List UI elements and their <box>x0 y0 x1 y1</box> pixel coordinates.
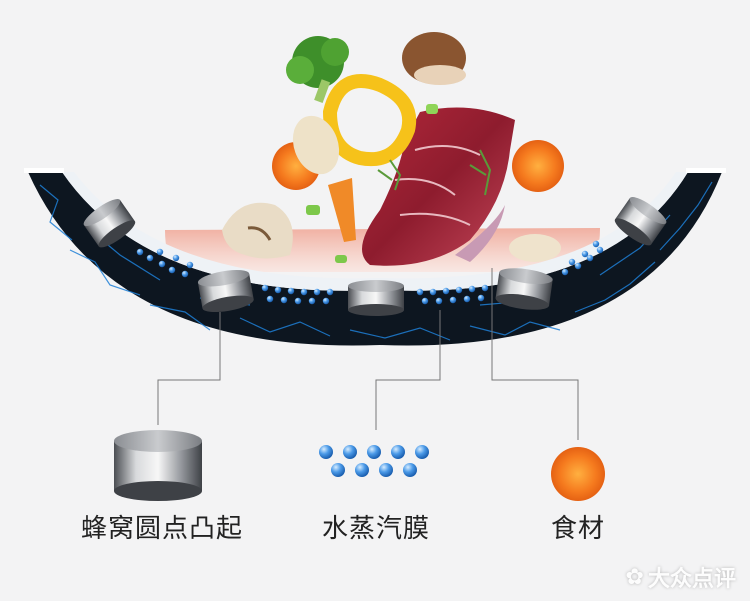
steam-droplets-icon <box>319 445 429 477</box>
steam-film-dots <box>136 240 604 305</box>
label-honeycomb-boss: 蜂窝圆点凸起 <box>80 514 243 544</box>
pan-boss-right-top <box>614 196 667 246</box>
pan-rim-right <box>686 168 726 173</box>
food-pile-illustration <box>222 32 564 266</box>
pan-boss-left <box>197 269 254 313</box>
cylinder-boss-icon <box>114 430 202 501</box>
watermark-text: 大众点评 <box>647 567 736 592</box>
leader-lines <box>157 268 579 440</box>
beef-steak <box>362 107 515 266</box>
pan-boss-right <box>495 268 553 310</box>
label-steam-film: 水蒸汽膜 <box>321 514 430 544</box>
mushroom-slice <box>222 202 293 259</box>
pan-rim <box>24 168 64 173</box>
watermark-logo-icon: ✿ <box>625 564 644 590</box>
yellow-pepper-ring <box>322 74 417 167</box>
potato-slice <box>292 115 340 175</box>
carrot-stick <box>328 178 356 242</box>
carrot-slice-icon <box>551 447 605 501</box>
pan-boss-left-top <box>83 198 136 248</box>
watermark: ✿ 大众点评 <box>626 561 736 593</box>
carrot-slice-right <box>512 140 564 192</box>
label-food: 食材 <box>550 514 605 544</box>
pan-boss-center <box>348 280 404 316</box>
